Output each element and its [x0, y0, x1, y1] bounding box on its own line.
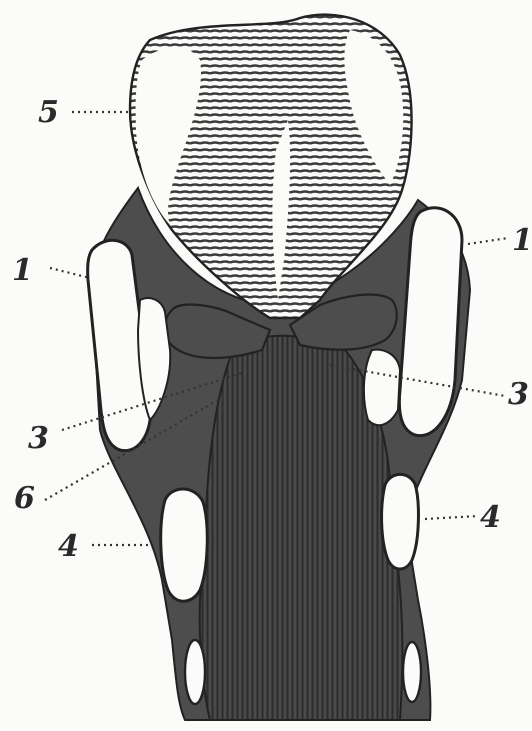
label-1-right: 1 [512, 223, 532, 258]
label-1-left: 1 [12, 253, 33, 288]
left-oval-4 [161, 489, 208, 601]
leader-1-left [50, 268, 90, 278]
label-6: 6 [14, 481, 35, 516]
bottom-left-small-oval [185, 640, 205, 704]
bottom-right-small-oval [403, 642, 421, 702]
label-3-left: 3 [28, 421, 49, 456]
leader-4-right [425, 516, 478, 519]
label-5: 5 [38, 95, 59, 130]
leader-1-right [468, 238, 508, 244]
label-4-right: 4 [480, 500, 501, 535]
label-3-right: 3 [508, 377, 529, 412]
label-4-left: 4 [58, 529, 79, 564]
right-inner-hollow [364, 350, 400, 426]
right-oval-4 [382, 474, 419, 569]
